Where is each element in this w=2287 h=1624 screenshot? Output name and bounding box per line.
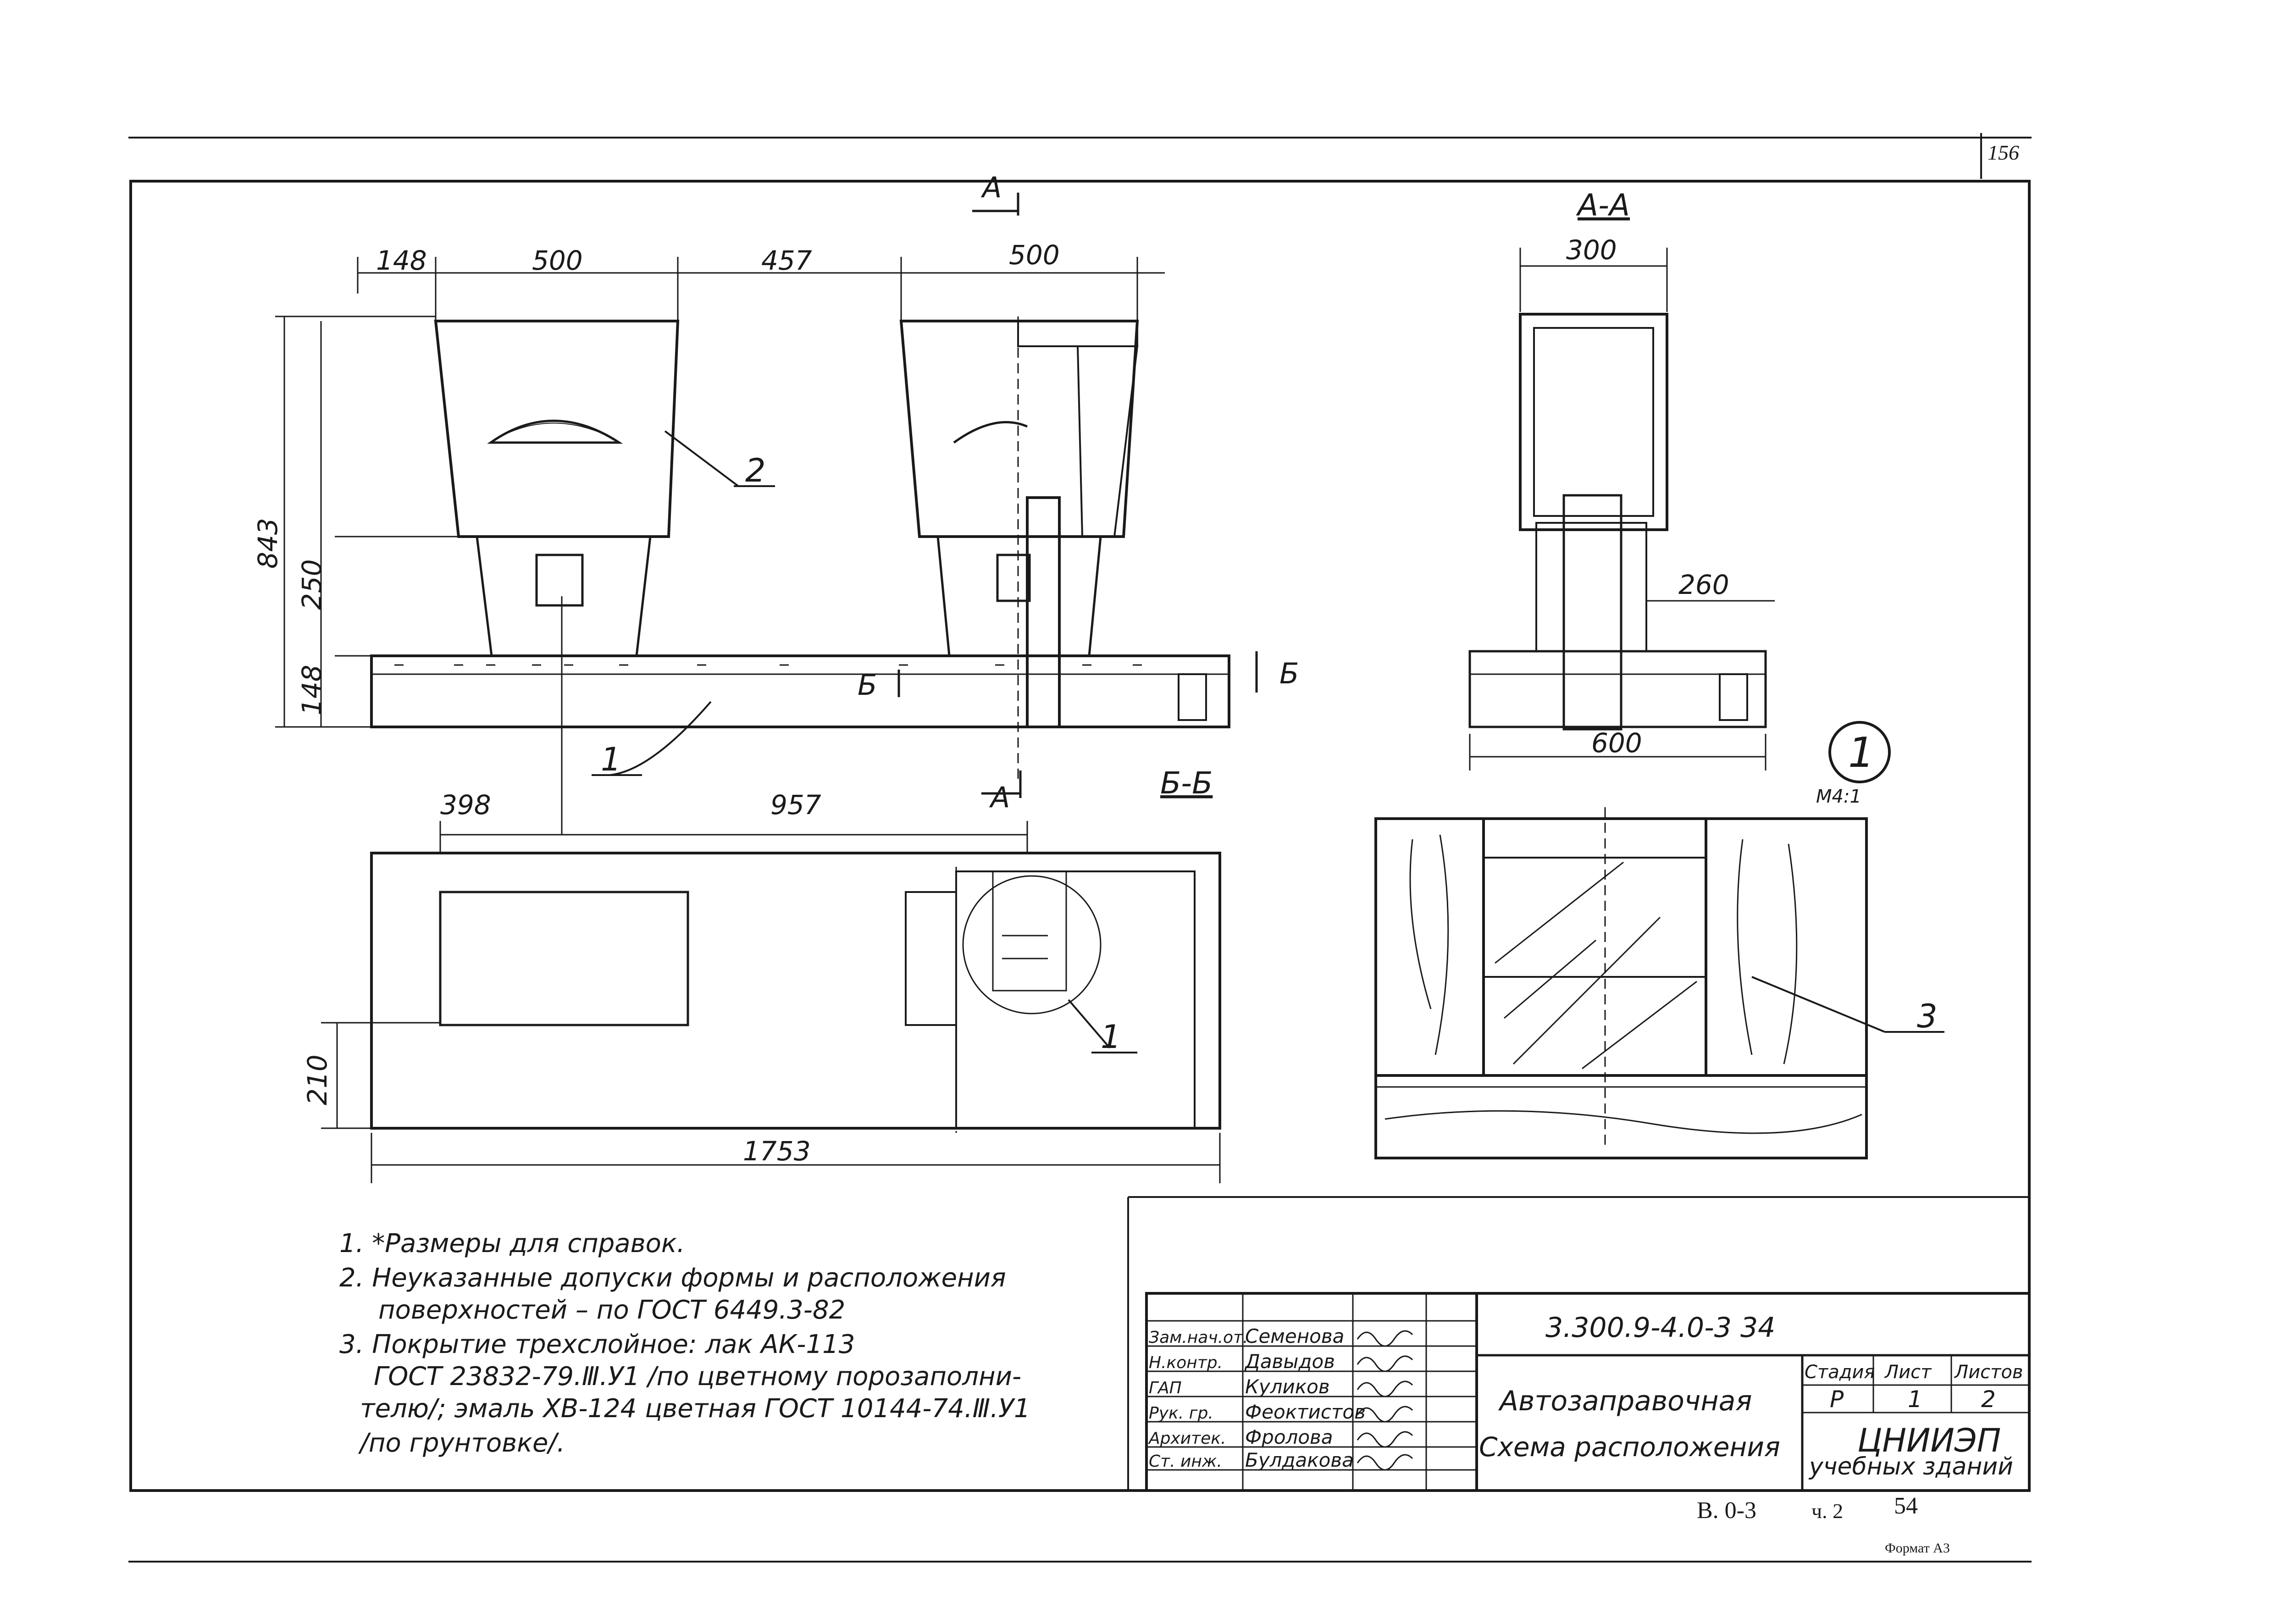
plan-dimension-lines bbox=[321, 1022, 1221, 1183]
name-cell: Феоктистов bbox=[1245, 1401, 1366, 1423]
name-cell: Куликов bbox=[1245, 1375, 1330, 1398]
stage-header: Стадия bbox=[1805, 1362, 1875, 1383]
sheet-header: Лист bbox=[1884, 1362, 1932, 1383]
dim-front-250: 250 bbox=[296, 559, 327, 610]
sheet-title: Схема расположения bbox=[1479, 1431, 1780, 1463]
dim-plan-398: 398 bbox=[440, 789, 491, 820]
callout-pos1-plan: 1 bbox=[1101, 1018, 1121, 1056]
name-cell: Булдакова bbox=[1245, 1449, 1354, 1471]
dim-front-148: 148 bbox=[376, 245, 427, 276]
stage-value: Р bbox=[1830, 1386, 1844, 1413]
front-dimension-lines bbox=[275, 257, 1165, 853]
note-line-1: 1. *Размеры для справок. bbox=[339, 1229, 685, 1258]
note-line-6: телю/; эмаль ХВ-124 цветная ГОСТ 10144-7… bbox=[360, 1394, 1030, 1424]
dim-front-457: 457 bbox=[761, 245, 812, 276]
dim-plan-957: 957 bbox=[770, 789, 821, 820]
section-aa-dimension-lines bbox=[1469, 248, 1775, 770]
detail-1-view bbox=[1374, 807, 1944, 1159]
detail-marker-number: 1 bbox=[1848, 729, 1874, 777]
signature-scribbles bbox=[1357, 1330, 1413, 1471]
cut-label-a-top: А bbox=[980, 171, 1002, 204]
cut-markers bbox=[897, 193, 1258, 798]
cut-label-b-right: Б bbox=[1279, 657, 1299, 690]
doc-code: 3.300.9-4.0-3 34 bbox=[1545, 1312, 1775, 1344]
dim-front-843: 843 bbox=[252, 518, 283, 569]
dim-aa-600: 600 bbox=[1591, 727, 1642, 759]
signature-table: Зам.нач.от. Семенова Н.контр. Давыдов ГА… bbox=[1148, 1325, 1366, 1471]
section-aa-title: А-А bbox=[1576, 188, 1630, 223]
callout-pos1: 1 bbox=[601, 741, 621, 778]
role-cell: Ст. инж. bbox=[1149, 1452, 1222, 1471]
sheets-total-value: 2 bbox=[1981, 1386, 1996, 1413]
section-bb-title: Б-Б bbox=[1160, 765, 1213, 801]
callout-pos3: 3 bbox=[1917, 998, 1938, 1035]
detail-marker bbox=[1828, 721, 1891, 783]
cut-label-b-left: Б bbox=[858, 668, 877, 702]
org-subtitle: учебных зданий bbox=[1808, 1453, 2013, 1480]
note-line-7: /по грунтовке/. bbox=[358, 1428, 565, 1458]
note-line-4: 3. Покрытие трехслойное: лак АК-113 bbox=[339, 1330, 855, 1359]
front-view bbox=[370, 316, 1230, 835]
role-cell: Н.контр. bbox=[1149, 1353, 1223, 1372]
object-name: Автозаправочная bbox=[1498, 1385, 1752, 1417]
name-cell: Фролова bbox=[1245, 1426, 1333, 1448]
dim-plan-1753: 1753 bbox=[743, 1136, 811, 1167]
note-line-2: 2. Неуказанные допуски формы и расположе… bbox=[339, 1263, 1006, 1293]
detail-scale: М4:1 bbox=[1816, 786, 1861, 807]
name-cell: Семенова bbox=[1245, 1325, 1344, 1347]
role-cell: Рук. гр. bbox=[1149, 1404, 1213, 1423]
album-page: 54 bbox=[1894, 1493, 1918, 1519]
sheets-header: Листов bbox=[1954, 1362, 2023, 1383]
sheet-value: 1 bbox=[1908, 1386, 1922, 1413]
dim-front-148v: 148 bbox=[296, 665, 327, 715]
note-line-5: ГОСТ 23832-79.Ⅲ.У1 /по цветному порозапо… bbox=[374, 1362, 1021, 1391]
section-aa-view bbox=[1468, 313, 1767, 731]
role-cell: ГАП bbox=[1149, 1379, 1182, 1397]
dim-plan-210: 210 bbox=[302, 1054, 333, 1105]
dim-front-500b: 500 bbox=[1009, 239, 1060, 271]
page-number: 156 bbox=[1988, 141, 2019, 164]
name-cell: Давыдов bbox=[1244, 1350, 1335, 1373]
notes-block: 1. *Размеры для справок. 2. Неуказанные … bbox=[339, 1229, 1030, 1458]
role-cell: Архитек. bbox=[1148, 1429, 1226, 1448]
plan-view bbox=[370, 852, 1221, 1133]
format-label: Формат А3 bbox=[1885, 1541, 1950, 1556]
callout-pos2: 2 bbox=[745, 452, 766, 489]
sheet-frame bbox=[128, 133, 2032, 1563]
dim-aa-260: 260 bbox=[1678, 569, 1729, 600]
note-line-3: поверхностей – по ГОСТ 6449.3-82 bbox=[378, 1295, 845, 1325]
dim-aa-300: 300 bbox=[1566, 234, 1617, 266]
album-code: В. 0-3 bbox=[1697, 1497, 1756, 1524]
role-cell: Зам.нач.от. bbox=[1149, 1328, 1248, 1347]
org-name: ЦНИИЭП bbox=[1857, 1422, 2001, 1459]
cut-label-a-bottom: А bbox=[989, 781, 1010, 814]
album-part: ч. 2 bbox=[1811, 1499, 1843, 1523]
title-block-lines bbox=[1127, 1196, 2031, 1492]
dim-front-500a: 500 bbox=[532, 245, 583, 276]
